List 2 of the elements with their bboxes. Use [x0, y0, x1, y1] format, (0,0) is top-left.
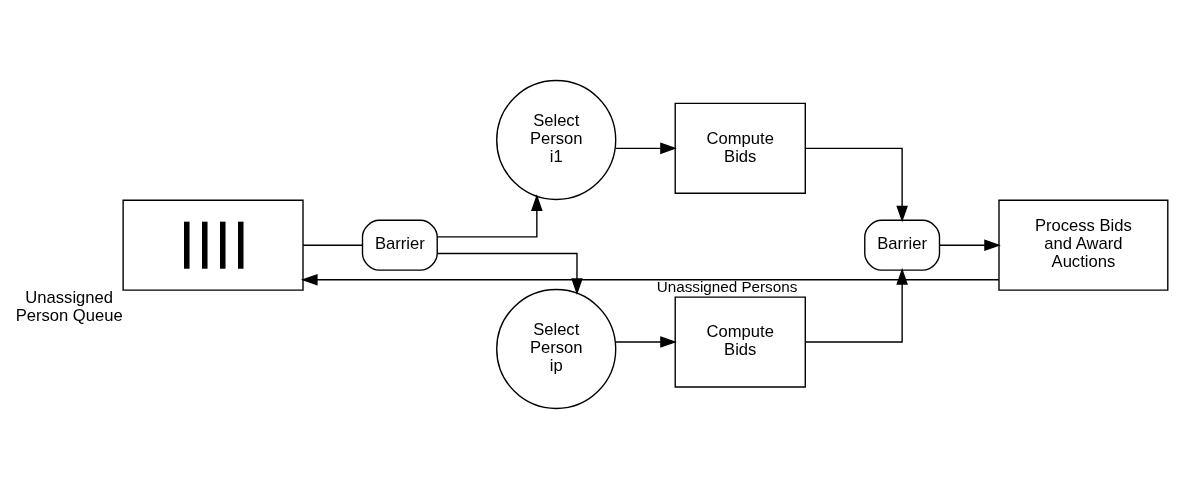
node-label: Unassigned Person Queue: [15, 287, 123, 325]
edge-label: Unassigned Persons: [656, 277, 798, 295]
